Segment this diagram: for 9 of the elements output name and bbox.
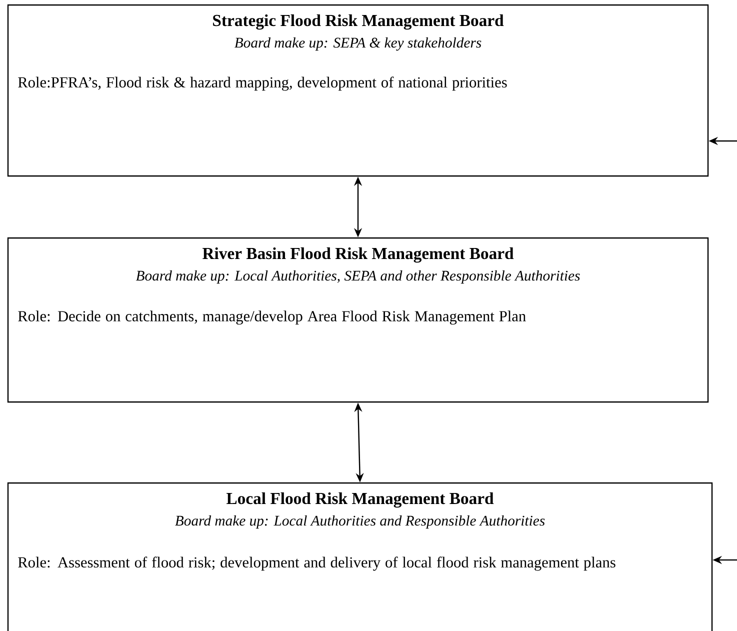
role-text: Role:PFRA’s, Flood risk & hazard mapping, development of national priorities: [18, 76, 507, 91]
role-text: Role: Assessment of flood risk; development and delivery of local flood risk management plans: [18, 556, 616, 571]
role-text: Role: Decide on catchments, manage/develop Area Flood Risk Management Plan: [18, 310, 526, 325]
board-heading: Strategic Flood Risk Management Board: [213, 14, 504, 30]
board-members-text: Board make up: SEPA & key stakeholders: [234, 37, 482, 51]
board-heading: River Basin Flood Risk Management Board: [202, 247, 514, 263]
board-members-text: Board make up: Local Authorities, SEPA and other Responsible Authorities: [136, 270, 580, 284]
board-heading: Local Flood Risk Management Board: [226, 492, 494, 508]
board-members-text: Board make up: Local Authorities and Responsible Authorities: [175, 515, 545, 529]
